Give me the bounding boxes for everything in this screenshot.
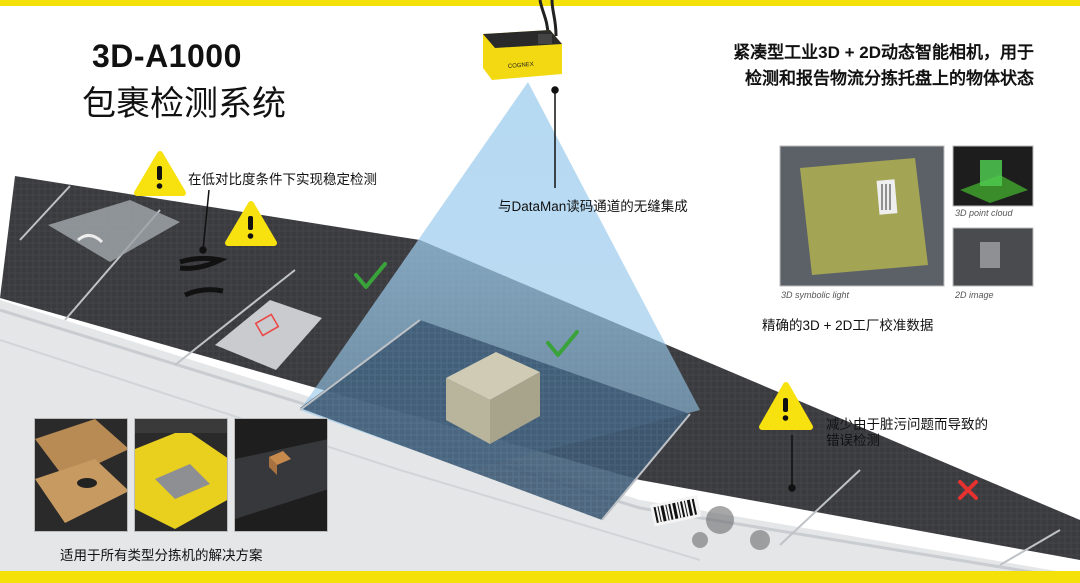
bottom-accent-band <box>0 571 1080 583</box>
callout-dirt: 减少由于脏污问题而导致的 错误检测 <box>826 417 988 449</box>
checkmark-icon <box>354 262 387 289</box>
caption-2d-image: 2D image <box>955 290 994 300</box>
callout-dirt-line-1: 减少由于脏污问题而导致的 <box>826 417 988 432</box>
cardboard-box <box>446 352 540 444</box>
tagline-line-2: 检测和报告物流分拣托盘上的物体状态 <box>745 69 1034 88</box>
sorter-photo-belt <box>234 418 328 532</box>
dirt-marks <box>692 506 770 550</box>
sorter-photo-cross-belt <box>134 418 228 532</box>
tagline-line-1: 紧凑型工业3D + 2D动态智能相机，用于 <box>733 43 1034 62</box>
warning-icon <box>759 382 813 430</box>
checkmark-icon <box>546 330 579 357</box>
plastic-bag <box>48 200 180 262</box>
sorter-photo-tilt-tray <box>34 418 128 532</box>
product-subtitle: 包裹检测系统 <box>82 85 286 123</box>
cable-object <box>179 255 228 298</box>
white-pouch <box>215 300 322 370</box>
camera-brand: COGNEX <box>508 62 534 70</box>
callout-dirt-line-2: 错误检测 <box>826 433 880 448</box>
calibration-images <box>779 145 1034 287</box>
barcode-icon <box>650 495 702 527</box>
callout-sorters: 适用于所有类型分拣机的解决方案 <box>60 548 263 563</box>
product-model: 3D-A1000 <box>92 38 242 74</box>
camera-icon <box>483 0 562 80</box>
warning-icon <box>134 151 186 196</box>
caption-point-cloud: 3D point cloud <box>955 208 1013 218</box>
cross-icon <box>958 480 978 500</box>
warning-icon <box>225 201 277 246</box>
caption-symbolic-light: 3D symbolic light <box>781 290 850 300</box>
product-tagline: 紧凑型工业3D + 2D动态智能相机，用于 检测和报告物流分拣托盘上的物体状态 <box>614 40 1034 92</box>
callout-calibration: 精确的3D + 2D工厂校准数据 <box>762 318 934 333</box>
callout-dataman: 与DataMan读码通道的无缝集成 <box>498 199 688 214</box>
callout-low-contrast: 在低对比度条件下实现稳定检测 <box>188 172 377 187</box>
